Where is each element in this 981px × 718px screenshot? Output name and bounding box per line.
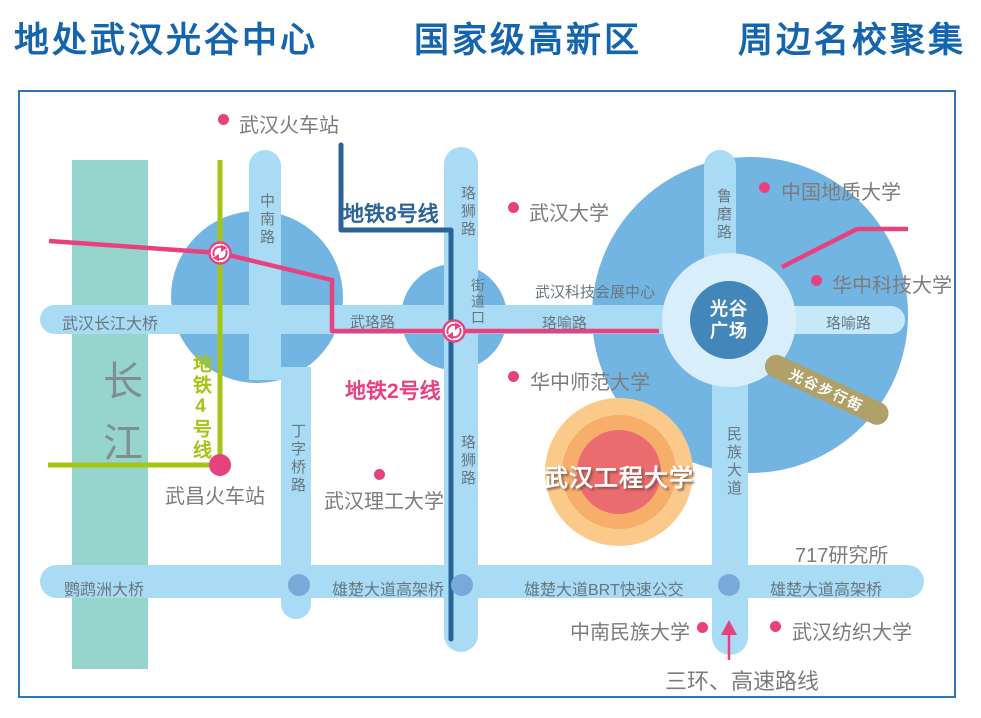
wuhan-railway-station-label: 武汉火车站 [239,115,339,137]
wit-inner-circle [577,430,661,514]
junction-dot-minzu [718,574,740,596]
header-slogans: 地处武汉光谷中心 国家级高新区 周边名校聚集 [14,12,966,63]
wut-label: 武汉理工大学 [324,491,444,513]
metro-line-8-label: 地铁8号线 [343,203,439,226]
minzu-avenue-label: 民族大道 [725,426,742,498]
hust-label: 华中科技大学 [832,275,952,297]
luoyu-road-label-west: 珞喻路 [542,315,588,332]
xiongchu-brt-label: 雄楚大道BRT快速公交 [524,582,684,599]
china-geosciences-label: 中国地质大学 [781,182,901,204]
lumo-road-label: 鲁磨路 [715,188,732,242]
metro-line-2-label: 地铁2号线 [345,380,441,403]
transfer-icon-zhongnan [208,241,232,265]
wuhan-railway-station-dot [218,114,229,125]
slogan-guanggu-center: 地处武汉光谷中心 [14,21,319,60]
wuluo-road-label: 武珞路 [350,314,396,331]
ring-expressway-label: 三环、高速路线 [665,669,820,694]
guanggu-square-label: 光谷 广场 [690,281,768,359]
jiedaokou-label: 街道口 [470,278,486,326]
guanggu-square-text: 光谷 广场 [710,298,748,342]
inst717-label: 717研究所 [795,545,889,567]
junction-dot-dingziqiao [288,574,310,596]
metro-line-4-label: 地铁4号线 [190,354,211,461]
china-geosciences-dot [759,182,770,193]
ccnu-label: 华中师范大学 [530,372,650,394]
yangtze-river-label: 长江 [97,360,141,484]
junction-dot-luoshi [451,574,473,596]
xiongchu-avenue-road [40,565,924,598]
wtu-label: 武汉纺织大学 [792,622,912,644]
zhongnan-road-label: 中南路 [258,193,275,247]
xiongchu-viaduct-label-east: 雄楚大道高架桥 [770,582,883,599]
wuhan-university-dot [508,202,519,213]
xiongchu-viaduct-label-west: 雄楚大道高架桥 [332,582,445,599]
luoshi-road-label-bottom: 珞狮路 [459,434,476,488]
expo-center-label: 武汉科技会展中心 [535,284,656,301]
scmzu-label: 中南民族大学 [570,622,690,644]
wit-university-label: 武汉工程大学 [544,465,694,492]
changjiang-bridge-label: 武汉长江大桥 [62,316,159,333]
ccnu-dot [508,371,519,382]
location-map: 光谷 广场 光谷步行街 武汉工程大学 武汉火车站 武昌火车站 地铁8号线 地铁2… [18,90,956,698]
slogan-famous-schools: 周边名校聚集 [737,21,966,60]
hust-dot [811,275,822,286]
zhongnan-road [249,150,281,380]
transfer-icon-jiedaokou [442,319,466,343]
luoyu-road-label-east: 珞喻路 [826,315,872,332]
dingziqiao-road-label: 丁字桥路 [289,423,306,495]
wuchang-railway-station-label: 武昌火车站 [165,486,265,508]
wut-dot [374,469,385,480]
scmzu-dot [697,622,708,633]
wuhan-university-label: 武汉大学 [529,203,609,225]
slogan-hightech-zone: 国家级高新区 [413,21,642,60]
luoshi-road-label-top: 珞狮路 [459,185,476,239]
yingwuzhou-bridge-label: 鹦鹉洲大桥 [64,582,145,599]
wtu-dot [770,621,781,632]
